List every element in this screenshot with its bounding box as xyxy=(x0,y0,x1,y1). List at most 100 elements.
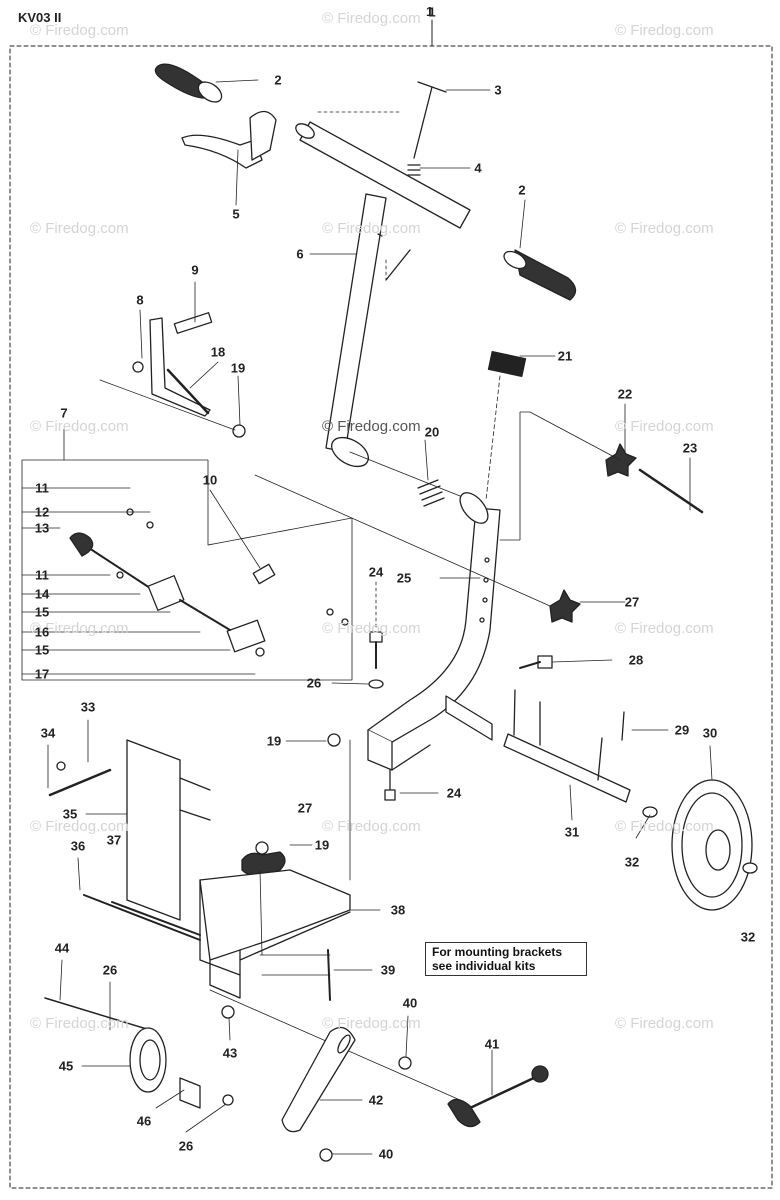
part-callout-c32b: 32 xyxy=(740,929,756,945)
part-callout-c2b: 2 xyxy=(518,182,526,198)
part-callout-c31: 31 xyxy=(564,824,580,840)
part-callout-c30: 30 xyxy=(702,725,718,741)
lever-arm-part xyxy=(281,1026,356,1133)
nut-part xyxy=(232,424,246,438)
part-callout-c43: 43 xyxy=(222,1045,238,1061)
mounting-note: For mounting brackets see individual kit… xyxy=(425,942,587,976)
handle-bar-part xyxy=(295,121,471,229)
watermark: © Firedog.com xyxy=(615,1015,714,1032)
assembly-boundary xyxy=(9,45,773,1189)
part-callout-c11b: 11 xyxy=(35,567,49,583)
part-callout-c45: 45 xyxy=(58,1058,74,1074)
base-bracket-part xyxy=(199,869,351,999)
star-knob-part-a xyxy=(605,443,637,477)
watermark: © Firedog.com xyxy=(30,22,129,39)
watermark: © Firedog.com xyxy=(615,620,714,637)
part-callout-c24b: 24 xyxy=(446,785,462,801)
note-line-2: see individual kits xyxy=(432,959,536,973)
part-callout-c26a: 26 xyxy=(306,675,322,691)
assembly-number: 1 xyxy=(426,4,434,19)
watermark: © Firedog.com xyxy=(615,818,714,835)
watermark: © Firedog.com xyxy=(322,818,421,835)
part-callout-c35: 35 xyxy=(62,806,78,822)
watermark: © Firedog.com xyxy=(30,418,129,435)
subkit-boundary xyxy=(21,459,353,681)
spring-part-b xyxy=(417,479,445,507)
star-knob-part-b xyxy=(549,589,581,623)
grip-right-part xyxy=(503,249,577,301)
part-callout-c23: 23 xyxy=(682,440,698,456)
part-callout-c15b: 15 xyxy=(34,642,50,658)
spring-part xyxy=(407,164,421,176)
part-callout-c24a: 24 xyxy=(368,564,384,580)
watermark: © Firedog.com xyxy=(615,22,714,39)
lock-pin-part xyxy=(252,563,276,585)
part-callout-c20: 20 xyxy=(424,424,440,440)
part-callout-c26c: 26 xyxy=(178,1138,194,1154)
cap-part xyxy=(487,351,527,377)
part-callout-c22: 22 xyxy=(617,386,633,402)
watermark: © Firedog.com xyxy=(615,220,714,237)
wheel-large-part xyxy=(642,779,758,911)
knob-small-part xyxy=(69,532,94,557)
part-callout-c27b: 27 xyxy=(297,800,313,816)
watermark: © Firedog.com xyxy=(322,220,421,237)
part-callout-c1: 1 xyxy=(428,4,436,20)
plate-part xyxy=(48,739,211,921)
part-callout-c9: 9 xyxy=(191,262,199,278)
note-line-1: For mounting brackets xyxy=(432,945,563,959)
part-callout-c28: 28 xyxy=(628,652,644,668)
model-label: KV03 II xyxy=(18,10,62,25)
part-callout-c38: 38 xyxy=(390,902,406,918)
watermark: © Firedog.com xyxy=(30,1015,129,1032)
threaded-rod-part xyxy=(166,368,210,415)
pin-part xyxy=(413,81,447,159)
part-callout-c19b: 19 xyxy=(266,733,282,749)
part-callout-c21: 21 xyxy=(557,348,573,364)
part-callout-c19c: 19 xyxy=(314,837,330,853)
part-callout-c17: 17 xyxy=(34,666,50,682)
spacer-part xyxy=(179,1077,201,1109)
part-callout-c44: 44 xyxy=(54,940,70,956)
part-callout-c18: 18 xyxy=(210,344,226,360)
part-callout-c8: 8 xyxy=(136,292,144,308)
frame-part xyxy=(367,492,501,771)
part-callout-c37: 37 xyxy=(106,832,122,848)
watermark: © Firedog.com xyxy=(322,1015,421,1032)
watermark: © Firedog.com xyxy=(322,10,421,27)
part-callout-c29: 29 xyxy=(674,722,690,738)
part-callout-c13: 13 xyxy=(34,520,50,536)
part-callout-c5: 5 xyxy=(232,206,240,222)
wheel-small-part xyxy=(129,1027,167,1093)
part-callout-c10: 10 xyxy=(202,472,218,488)
part-callout-c42: 42 xyxy=(368,1092,384,1108)
part-callout-c14: 14 xyxy=(34,586,50,602)
part-callout-c16: 16 xyxy=(34,624,50,640)
part-callout-c11a: 11 xyxy=(35,480,49,496)
part-callout-c25: 25 xyxy=(396,570,412,586)
watermark: © Firedog.com xyxy=(322,620,421,637)
part-callout-c12: 12 xyxy=(34,504,50,520)
part-callout-c7: 7 xyxy=(60,405,68,421)
lever-part xyxy=(181,110,277,169)
part-callout-c6: 6 xyxy=(296,246,304,262)
part-callout-c3: 3 xyxy=(494,82,502,98)
part-callout-c27a: 27 xyxy=(624,594,640,610)
part-callout-c41: 41 xyxy=(484,1036,500,1052)
watermark: © Firedog.com xyxy=(615,418,714,435)
watermark: © Firedog.com xyxy=(30,220,129,237)
bracket-part xyxy=(132,312,213,417)
part-callout-c2a: 2 xyxy=(274,72,282,88)
part-callout-c4: 4 xyxy=(474,160,482,176)
axle-part xyxy=(503,689,631,803)
part-callout-c36: 36 xyxy=(70,838,86,854)
handle-part xyxy=(447,1065,549,1128)
part-callout-c40a: 40 xyxy=(402,995,418,1011)
grip-left-part xyxy=(154,63,223,103)
part-callout-c40b: 40 xyxy=(378,1146,394,1162)
watermark: © Firedog.com xyxy=(322,418,421,435)
part-callout-c15a: 15 xyxy=(34,604,50,620)
part-callout-c26b: 26 xyxy=(102,962,118,978)
